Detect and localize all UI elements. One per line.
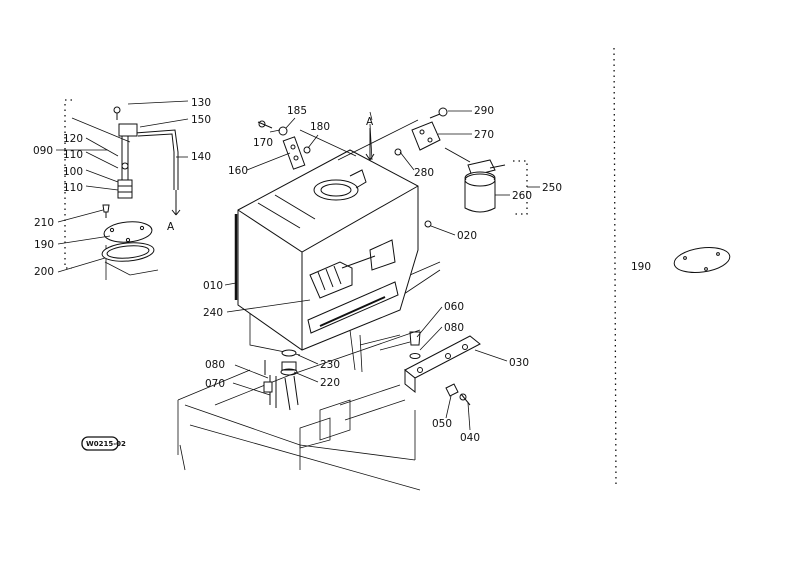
sender-unit-group <box>64 99 181 280</box>
part-label-030: 030 <box>509 357 529 369</box>
filter-group <box>299 107 528 215</box>
part-labels: 130 150 140 120 090 110 100 110 210 190 … <box>33 97 651 444</box>
part-label-290: 290 <box>474 105 494 117</box>
part-label-150: 150 <box>191 114 211 126</box>
part-label-040: 040 <box>460 432 480 444</box>
view-marker-a-left: A <box>167 221 175 233</box>
part-label-050: 050 <box>432 418 452 430</box>
leader-lines <box>56 100 690 431</box>
part-label-240: 240 <box>203 307 223 319</box>
part-label-200: 200 <box>34 266 54 278</box>
part-label-020: 020 <box>457 230 477 242</box>
part-label-140: 140 <box>191 151 211 163</box>
part-label-160: 160 <box>228 165 248 177</box>
part-label-260: 260 <box>512 190 532 202</box>
part-label-180: 180 <box>310 121 330 133</box>
part-label-080a: 080 <box>444 322 464 334</box>
mount-bracket <box>404 331 481 406</box>
part-label-010: 010 <box>203 280 223 292</box>
part-label-100: 100 <box>63 166 83 178</box>
part-label-070: 070 <box>205 378 225 390</box>
section-divider <box>613 47 617 489</box>
view-marker-a-top: A <box>366 116 374 128</box>
part-label-110b: 110 <box>63 182 83 194</box>
part-label-060: 060 <box>444 301 464 313</box>
part-label-280: 280 <box>414 167 434 179</box>
part-label-190a: 190 <box>34 239 54 251</box>
part-label-090: 090 <box>33 145 53 157</box>
part-label-120: 120 <box>63 133 83 145</box>
part-label-230: 230 <box>320 359 340 371</box>
spare-gasket-190 <box>673 246 731 274</box>
part-label-190b: 190 <box>631 261 651 273</box>
part-label-220: 220 <box>320 377 340 389</box>
part-label-270: 270 <box>474 129 494 141</box>
part-label-110a: 110 <box>63 149 83 161</box>
bolt-020 <box>424 220 432 228</box>
tank-band <box>307 281 399 334</box>
svg-text:W0215-02: W0215-02 <box>86 440 126 448</box>
part-label-185: 185 <box>287 105 307 117</box>
lower-mount <box>263 349 299 411</box>
reference-code-badge: W0215-02 <box>81 436 126 451</box>
bracket-group <box>257 120 311 170</box>
part-label-080b: 080 <box>205 359 225 371</box>
part-label-130: 130 <box>191 97 211 109</box>
part-label-170: 170 <box>253 137 273 149</box>
part-label-210: 210 <box>34 217 54 229</box>
part-label-250: 250 <box>542 182 562 194</box>
